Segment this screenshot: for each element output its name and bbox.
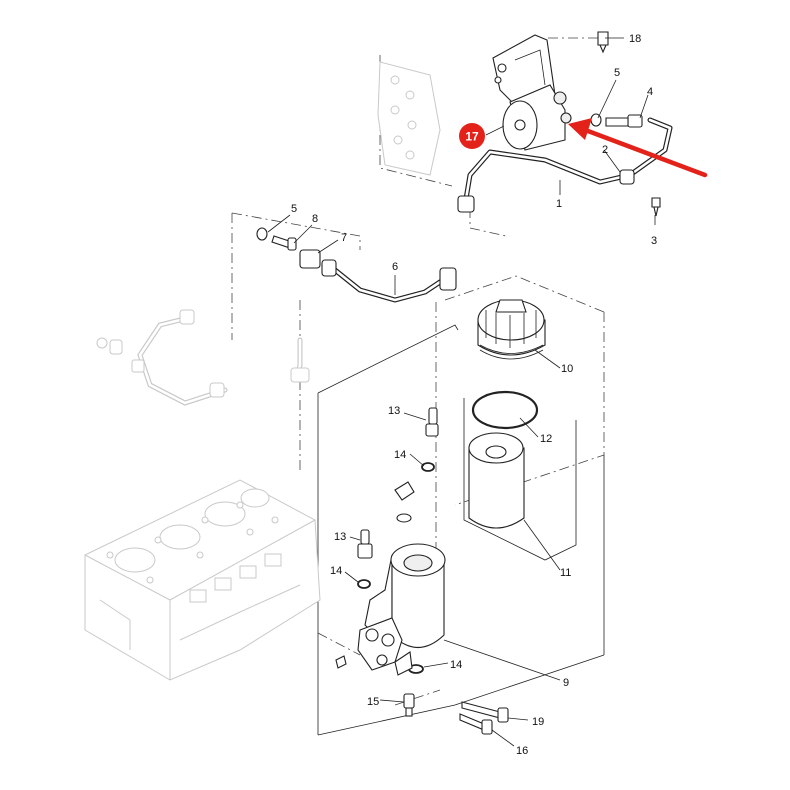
callout-9: 9 — [563, 677, 569, 689]
engine-block-ghost — [84, 479, 321, 681]
callout-labels: 1 2 3 4 5 5 6 7 8 9 10 11 12 13 13 14 14… — [291, 33, 657, 757]
callout-15: 15 — [367, 696, 379, 708]
callout-14-lower: 14 — [450, 659, 462, 671]
o-ring-14-upper — [421, 462, 435, 472]
sensor-13-upper — [425, 407, 439, 437]
callout-14-upper: 14 — [394, 449, 406, 461]
callout-14-middle: 14 — [330, 565, 342, 577]
bolt-18 — [597, 31, 609, 54]
clip-part — [394, 481, 415, 523]
callout-13-upper: 13 — [388, 405, 400, 417]
callout-8: 8 — [312, 213, 318, 225]
bolt-3 — [651, 197, 661, 217]
callout-17-badge[interactable]: 17 — [459, 123, 485, 149]
washer-5-top — [590, 113, 602, 127]
filter-cap-10 — [477, 299, 546, 360]
callout-5-top: 5 — [614, 67, 620, 79]
fuel-line-1 — [457, 117, 673, 213]
callout-16: 16 — [516, 745, 528, 757]
filter-housing-9 — [335, 543, 446, 676]
washer-5-left — [256, 227, 268, 241]
leader-lines — [267, 37, 656, 747]
o-ring-14-middle — [357, 579, 371, 589]
callout-5-left: 5 — [291, 203, 297, 215]
callout-1: 1 — [556, 198, 562, 210]
callout-10: 10 — [561, 363, 573, 375]
callout-2: 2 — [602, 144, 608, 156]
top-bracket-pump-assembly — [377, 34, 572, 176]
o-ring-12 — [471, 390, 539, 430]
drain-plug-15 — [403, 693, 415, 717]
callout-6: 6 — [392, 261, 398, 273]
nut-7 — [299, 249, 321, 269]
sensor-13-lower — [357, 529, 373, 559]
highlight-arrow-head — [568, 118, 592, 140]
callout-4: 4 — [647, 86, 653, 98]
callout-7: 7 — [341, 232, 347, 244]
callout-11: 11 — [560, 567, 571, 579]
fuel-line-6 — [321, 259, 457, 303]
callout-12: 12 — [540, 433, 552, 445]
callout-19: 19 — [532, 716, 544, 728]
callout-17: 17 — [465, 130, 479, 144]
bolt-16 — [459, 713, 493, 735]
highlight-arrow — [577, 125, 708, 178]
banjo-fitting-4 — [605, 114, 643, 128]
callout-3: 3 — [651, 235, 657, 247]
bolt-19 — [461, 701, 509, 723]
filter-element-11 — [463, 398, 577, 561]
callout-18: 18 — [629, 33, 641, 45]
callout-13-lower: 13 — [334, 531, 346, 543]
banjo-bolt-8 — [271, 235, 297, 251]
return-line-ghost — [96, 309, 310, 406]
